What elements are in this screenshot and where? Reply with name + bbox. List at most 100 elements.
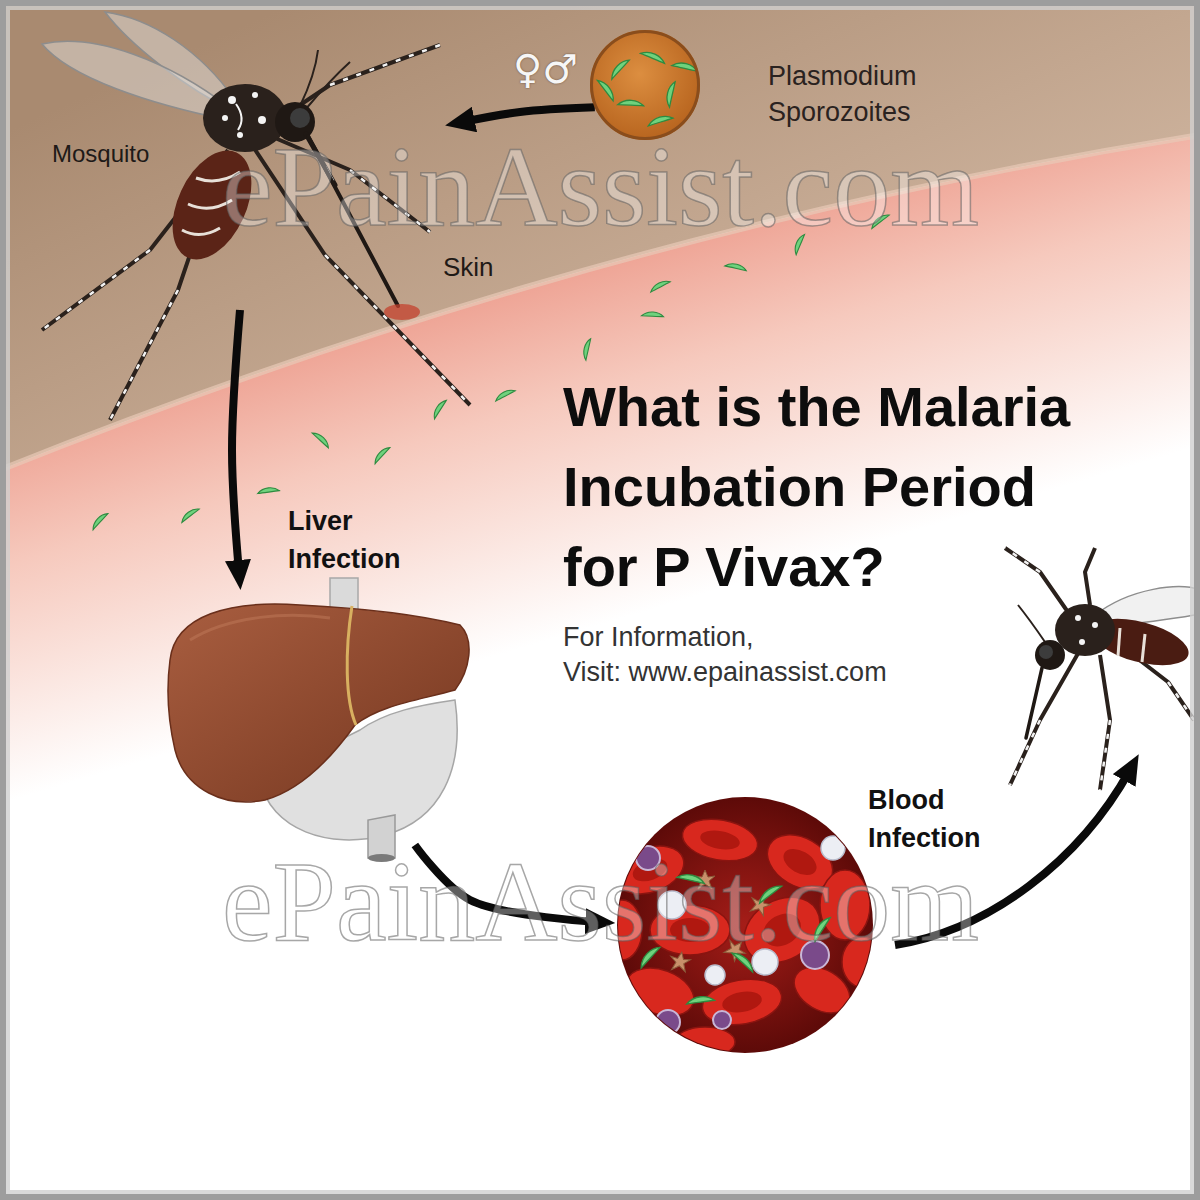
blood-illustration xyxy=(808,916,835,941)
blood-illustration xyxy=(821,836,845,860)
mosquito-illustration xyxy=(188,200,232,208)
sporozoite-stream xyxy=(869,214,891,229)
mosquito-illustration xyxy=(325,255,470,405)
sporozoite-stream xyxy=(649,280,671,292)
mosquito-illustration xyxy=(203,84,287,152)
second-mosquito-illustration xyxy=(1079,639,1085,645)
skin-background xyxy=(0,135,1200,470)
mosquito-illustration xyxy=(305,62,350,110)
flow-arrow xyxy=(232,310,240,572)
second-mosquito-illustration xyxy=(1010,720,1040,785)
picture-frame xyxy=(8,8,1192,1192)
node-label: Liver Infection xyxy=(288,502,428,578)
sporozoite-disc xyxy=(641,46,666,69)
second-mosquito-illustration xyxy=(1075,615,1081,621)
mosquito-illustration xyxy=(42,45,470,420)
blood-illustration xyxy=(679,814,761,867)
blood-illustration xyxy=(669,950,692,972)
blood-illustration xyxy=(721,989,764,1016)
blood-illustration xyxy=(677,868,705,890)
mosquito-illustration xyxy=(236,104,242,130)
blood-illustration xyxy=(602,814,882,1057)
blood-illustration xyxy=(756,884,785,903)
second-mosquito-illustration xyxy=(1092,622,1098,628)
liver-figure: Liver Infection xyxy=(165,590,475,845)
sporozoite-stream xyxy=(89,214,891,530)
second-mosquito-illustration xyxy=(1026,668,1042,738)
mosquito-illustration xyxy=(157,138,268,272)
watermark: ePainAssist.com xyxy=(222,845,979,959)
blood-illustration xyxy=(602,797,882,1057)
blood-illustration xyxy=(801,941,829,969)
blood-illustration xyxy=(670,918,710,942)
mosquito-illustration xyxy=(110,290,178,420)
mosquito-illustration xyxy=(237,132,243,138)
sporozoite-disc xyxy=(597,46,698,126)
second-mosquito-illustration xyxy=(1100,655,1110,790)
mosquito-illustration xyxy=(228,96,236,104)
liver-illustration xyxy=(168,604,469,802)
mosquito-illustration xyxy=(290,108,310,128)
blood-illustration xyxy=(656,1010,680,1034)
sporozoite-disc xyxy=(590,30,700,140)
blood-illustration xyxy=(602,900,642,960)
mosquito-illustration xyxy=(42,12,470,420)
sporozoite-disc xyxy=(590,30,700,140)
blood-illustration xyxy=(636,946,664,968)
blood-illustration xyxy=(713,1011,731,1029)
blood-illustration xyxy=(820,870,870,940)
mosquito-illustration xyxy=(308,136,398,306)
sporozoite-disc xyxy=(607,59,633,80)
second-mosquito-illustration xyxy=(1039,645,1053,659)
picture-frame xyxy=(3,3,1197,1197)
mosquito-illustration xyxy=(252,145,470,405)
sporozoite-stream xyxy=(642,308,664,323)
mosquito-illustration xyxy=(42,41,230,120)
skin-background xyxy=(0,0,1200,470)
sporozoite-stream xyxy=(429,399,450,419)
picture-frame xyxy=(3,3,1197,1197)
blood-illustration xyxy=(624,1004,646,1026)
node-label: Mosquito xyxy=(52,140,149,168)
info-note: For Information, xyxy=(563,620,754,654)
mosquito-illustration xyxy=(42,250,150,330)
liver-illustration xyxy=(347,606,356,725)
sporozoite-stream xyxy=(790,233,810,254)
node-outline xyxy=(590,30,700,140)
sporozoite-stream xyxy=(494,389,516,401)
second-mosquito-illustration xyxy=(1005,548,1070,615)
sporozoite-disc xyxy=(648,116,673,126)
watermark: ePainAssist.com xyxy=(222,130,979,244)
blood-illustration xyxy=(617,797,873,1053)
liver-illustration xyxy=(368,854,395,862)
sporozoite-stream xyxy=(579,338,596,360)
second-mosquito-illustration xyxy=(1005,548,1200,790)
mosquito-illustration xyxy=(182,228,220,235)
flow-arrow xyxy=(463,107,595,122)
sporozoite-stream xyxy=(312,429,329,451)
blood-to-mosquito-arrow xyxy=(895,770,1130,945)
website-note: Visit: www.epainassist.com xyxy=(563,655,887,689)
flow-arrow xyxy=(415,845,597,922)
node-outline xyxy=(615,795,1030,1085)
blood-illustration xyxy=(675,1027,735,1057)
mosquito-illustration xyxy=(196,172,240,181)
second-mosquito-illustration xyxy=(1018,605,1045,642)
sporozoite-disc xyxy=(597,77,614,103)
sex-symbols: ♀♂ xyxy=(513,46,578,92)
second-mosquito-illustration xyxy=(1005,548,1040,572)
sporozoite-disc xyxy=(661,81,682,107)
sporozoite-stream xyxy=(371,446,393,463)
blood-illustration xyxy=(732,948,754,976)
blood-illustration xyxy=(699,828,742,853)
blood-circle: Blood Infection xyxy=(615,795,875,1055)
second-mosquito-illustration xyxy=(1118,628,1120,656)
mosquito-illustration xyxy=(350,170,430,232)
mosquito-figure: Mosquito xyxy=(30,20,445,310)
